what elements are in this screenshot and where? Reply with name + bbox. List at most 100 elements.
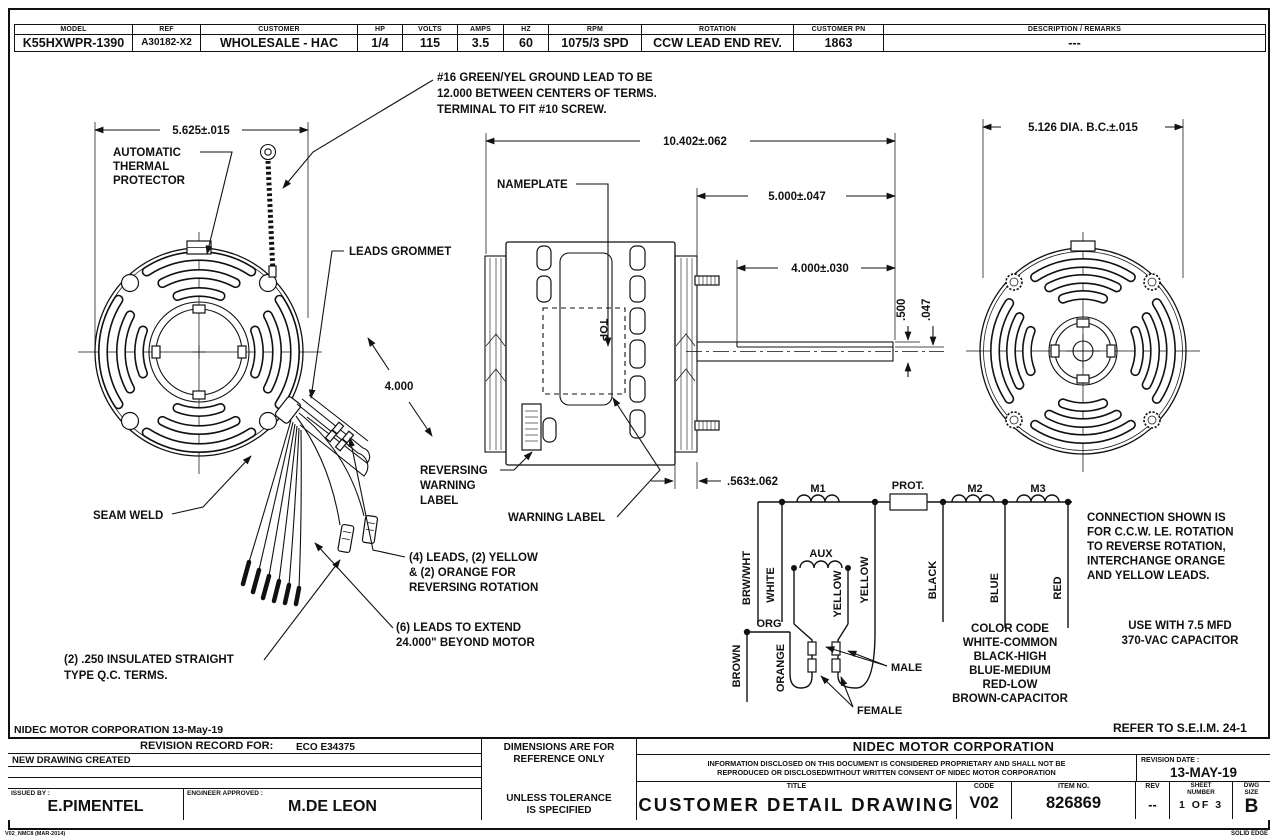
hub-notch [192, 304, 206, 314]
corp-date-note: NIDEC MOTOR CORPORATION 13-May-19 [14, 724, 223, 736]
grommet-label: LEADS GROMMET [349, 246, 451, 258]
sheet-border-frame [8, 8, 1270, 830]
spec-header: HZ [504, 25, 548, 35]
connection-note: CONNECTION SHOWN IS [1087, 512, 1226, 524]
code-label: CODE [973, 783, 995, 790]
wiring-label: BLUE [989, 573, 1001, 603]
ground-note-line: 12.000 BETWEEN CENTERS OF TERMS. [437, 88, 657, 100]
connection-note: AND YELLOW LEADS. [1087, 570, 1209, 582]
seam-weld-leader [171, 455, 252, 515]
proprietary-line: REPRODUCED OR DISCLOSEDWITHOUT WRITTEN C… [717, 768, 1056, 777]
sheet-cell: SHEET NUMBER 1 OF 3 [1170, 782, 1233, 819]
leads4-leader [348, 437, 406, 558]
tolerance-note-line: UNLESS TOLERANCE [506, 793, 612, 804]
sheet-label-line: SHEET [1190, 782, 1212, 789]
spec-col-hz: HZ 60 [504, 25, 549, 51]
spec-header: DESCRIPTION / REMARKS [884, 25, 1265, 35]
wiring-label: RED [1052, 576, 1064, 599]
lead-wires [240, 394, 379, 607]
spec-col-model: MODEL K55HXWPR-1390 [15, 25, 133, 51]
engineer-approved-label: ENGINEER APPROVED : [187, 790, 263, 797]
protector-symbol [889, 493, 928, 511]
revision-empty-row [8, 778, 481, 789]
thru-bolts [1005, 273, 1161, 429]
dim-shaft-flat: 4.000±.030 [736, 260, 896, 344]
capacitor-note: USE WITH 7.5 MFD [1128, 620, 1232, 632]
item-number: 826869 [1045, 794, 1102, 812]
thermal-leader [200, 151, 233, 255]
thermal-label-line: AUTOMATIC [113, 147, 181, 159]
spec-col-customer: CUSTOMER WHOLESALE - HAC [201, 25, 358, 51]
eco-number: ECO E34375 [296, 741, 355, 753]
motor-drawing-canvas: 5.625±.015 #16 GREEN/YEL GROUND LEAD TO … [14, 72, 1247, 736]
size-value: B [1244, 796, 1259, 817]
spec-col-rpm: RPM 1075/3 SPD [549, 25, 642, 51]
cad-system-footer: SOLID EDGE [1230, 831, 1268, 837]
qc-terms-leader [263, 559, 341, 661]
dim-overall-length: 10.402±.062 [485, 133, 896, 340]
qc-terminal [337, 523, 355, 554]
warning-label-outline [542, 307, 626, 395]
revision-header-row: REVISION RECORD FOR: ECO E34375 [8, 739, 481, 754]
dim-text: 5.000±.047 [768, 191, 825, 203]
leads4-line: & (2) ORANGE FOR [409, 567, 516, 579]
revision-entry: NEW DRAWING CREATED [12, 755, 131, 766]
spec-header: VOLTS [403, 25, 457, 35]
dims-note-line: REFERENCE ONLY [513, 754, 605, 765]
warning-label-leader [612, 397, 661, 518]
rev-value: -- [1148, 797, 1157, 812]
dim-shaft-dia: .500 .047 [895, 299, 944, 377]
wiring-label: AUX [809, 548, 833, 560]
dim-text: .500 [896, 299, 908, 321]
color-code-line: BLUE-MEDIUM [969, 665, 1051, 677]
engineer-approved-name: M.DE LEON [288, 798, 377, 815]
size-label-line: SIZE [1244, 788, 1259, 796]
wiring-label: M3 [1030, 483, 1045, 495]
proprietary-notice: INFORMATION DISCLOSED ON THIS DOCUMENT I… [637, 755, 1137, 781]
dim-text: 10.402±.062 [663, 136, 727, 148]
coil-m3 [1016, 494, 1060, 503]
spec-value: --- [1068, 36, 1081, 50]
qc-terms-line: TYPE Q.C. TERMS. [64, 670, 168, 682]
spec-value: 1863 [824, 36, 853, 50]
qc-terminal [361, 515, 379, 544]
wiring-label: FEMALE [857, 705, 902, 717]
spec-header: REF [133, 25, 200, 35]
spec-col-volts: VOLTS 115 [403, 25, 458, 51]
dim-text: 4.000±.030 [791, 263, 848, 275]
spec-header: RPM [549, 25, 641, 35]
company-name: NIDEC MOTOR CORPORATION [637, 739, 1270, 755]
title-cell: TITLE CUSTOMER DETAIL DRAWING [637, 782, 957, 819]
wiring-label: M1 [810, 483, 825, 495]
side-view: TOP [484, 241, 944, 466]
hub-notch [151, 345, 161, 359]
spec-value: WHOLESALE - HAC [219, 36, 339, 50]
rev-warn-line: REVERSING [420, 465, 488, 477]
form-number-footer: V02_NMC8 (MAR-2014) [5, 831, 66, 837]
code-value: V02 [969, 794, 999, 812]
spec-value: K55HXWPR-1390 [22, 36, 125, 50]
spec-header: ROTATION [642, 25, 793, 35]
front-view [78, 232, 322, 474]
signature-row: ISSUED BY : E.PIMENTEL ENGINEER APPROVED… [8, 789, 481, 820]
ground-note-leader [282, 79, 434, 189]
color-code-line: BROWN-CAPACITOR [952, 693, 1069, 705]
connection-note: TO REVERSE ROTATION, [1087, 541, 1226, 553]
nameplate-leader [576, 183, 612, 347]
spec-header: CUSTOMER PN [794, 25, 883, 35]
item-cell: ITEM NO. 826869 [1012, 782, 1136, 819]
spec-header: MODEL [15, 25, 132, 35]
connection-note: INTERCHANGE ORANGE [1087, 556, 1225, 568]
ground-note-line: #16 GREEN/YEL GROUND LEAD TO BE [437, 72, 653, 84]
revision-date-cell: REVISION DATE : 13-MAY-19 [1137, 755, 1270, 781]
issued-by-cell: ISSUED BY : E.PIMENTEL [8, 789, 184, 820]
spec-header: CUSTOMER [201, 25, 357, 35]
wiring-label: BLACK [927, 561, 939, 600]
leads6-line: 24.000" BEYOND MOTOR [396, 637, 536, 649]
top-marking: TOP [597, 319, 609, 341]
spec-value: CCW LEAD END REV. [653, 36, 782, 50]
wiring-label: YELLOW [859, 556, 871, 604]
spec-col-amps: AMPS 3.5 [458, 25, 504, 51]
male-terminal [807, 641, 817, 656]
revision-date-label: REVISION DATE : [1141, 757, 1200, 764]
